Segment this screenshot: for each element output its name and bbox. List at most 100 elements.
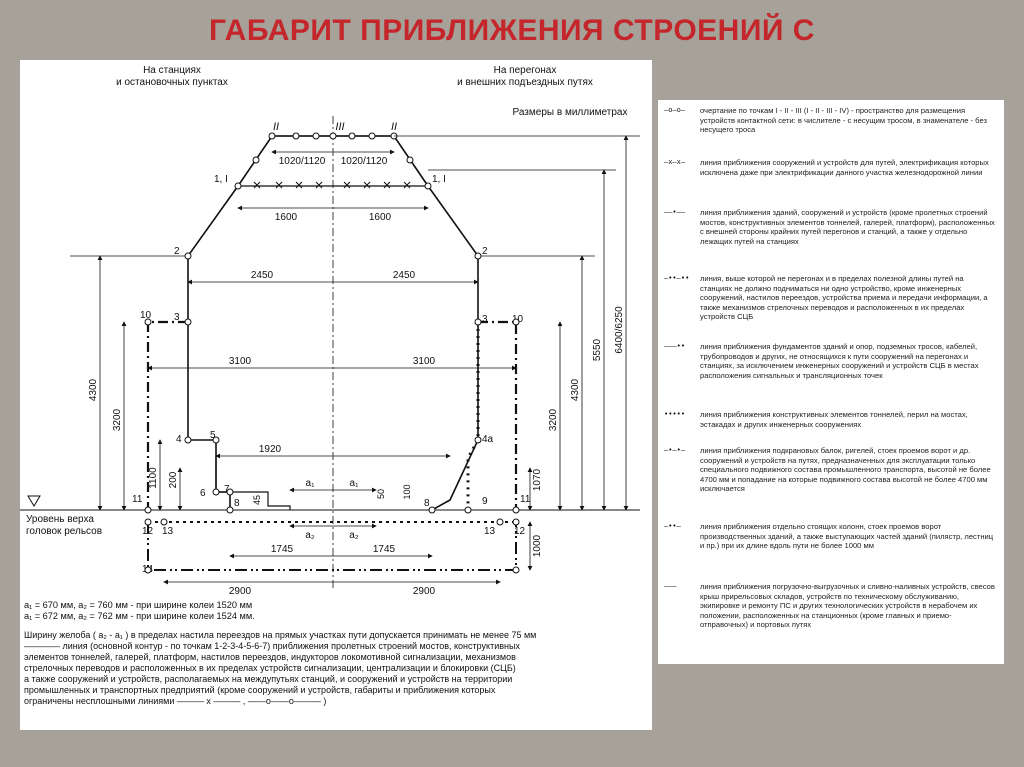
legend-symbol: ——— bbox=[664, 582, 677, 590]
legend-item: ———•• линия приближения фундаментов здани… bbox=[664, 342, 1000, 380]
dim-45: 45 bbox=[252, 495, 262, 505]
point-11-left: 11 bbox=[132, 494, 143, 505]
point-5-left: 5 bbox=[210, 430, 216, 441]
point-1-left: 1, I bbox=[214, 174, 228, 185]
legend-text: линия приближения подкрановых балок, риг… bbox=[700, 446, 991, 494]
legend-item: —•—•—линия приближения подкрановых балок… bbox=[664, 446, 1000, 494]
point-2-right: 2 bbox=[482, 246, 488, 257]
platform-step-left bbox=[215, 458, 291, 510]
dim-3200-right: 3200 bbox=[548, 408, 559, 431]
gauge-value-1520: a₁ = 670 мм, a₂ = 760 мм - при ширине ко… bbox=[24, 600, 253, 610]
dim-1100: 1100 bbox=[148, 467, 159, 489]
main-contour-right bbox=[333, 135, 479, 511]
tunnel-contour-right bbox=[466, 322, 480, 510]
dim-1020-right: 1020/1120 bbox=[341, 156, 388, 167]
dim-1000: 1000 bbox=[532, 534, 543, 557]
legend-panel: —o—o— очертание по точкам I - II - III (I… bbox=[658, 100, 1004, 664]
note-line: стрелочных переводов и расположенных в и… bbox=[24, 663, 516, 673]
dim-2900-left: 2900 bbox=[229, 586, 252, 597]
note-line: промышленных и транспортных предприятий … bbox=[24, 685, 496, 695]
gauge-value-1524: a₁ = 672 мм, a₂ = 762 мм - при ширине ко… bbox=[24, 611, 255, 622]
dim-1920: 1920 bbox=[259, 444, 282, 455]
dim-1070: 1070 bbox=[532, 468, 543, 491]
notes-paragraph: Ширину желоба ( a₂ - a₁ ) в пределах нас… bbox=[24, 630, 649, 707]
outer-contour-right bbox=[478, 320, 518, 510]
x-marks bbox=[253, 181, 411, 189]
rail-level-label-1: Уровень верха bbox=[26, 514, 94, 525]
dim-1600-right: 1600 bbox=[369, 212, 392, 223]
legend-item: —••—••линия, выше которой не перегонах и… bbox=[664, 274, 1000, 322]
point-4-left: 4 bbox=[176, 434, 182, 445]
dim-200: 200 bbox=[168, 471, 179, 488]
dim-4300-left: 4300 bbox=[88, 378, 99, 401]
units-label: Размеры в миллиметрах bbox=[513, 107, 628, 118]
left-header-line2: и остановочных пунктах bbox=[116, 77, 228, 88]
left-header-line1: На станциях bbox=[143, 65, 201, 76]
right-header-line2: и внешних подъездных путях bbox=[457, 77, 593, 88]
point-11-right: 11 bbox=[520, 494, 531, 505]
legend-item: ••••• линия приближения конструктивных эл… bbox=[664, 410, 1000, 429]
point-II-left: II bbox=[273, 121, 279, 133]
dim-100: 100 bbox=[402, 484, 412, 499]
legend-item: ——— линия приближения погрузочно-выгрузоч… bbox=[664, 582, 1000, 630]
legend-symbol: ——•—— bbox=[664, 208, 686, 216]
legend-symbol: —••—•• bbox=[664, 274, 690, 282]
point-12-left: 12 bbox=[142, 526, 154, 537]
legend-item: —o—o— очертание по точкам I - II - III (I… bbox=[664, 106, 1000, 135]
point-II-right: II bbox=[391, 121, 397, 133]
foundation-contour bbox=[147, 522, 517, 571]
point-12-right: 12 bbox=[514, 526, 526, 537]
slide-title: ГАБАРИТ ПРИБЛИЖЕНИЯ СТРОЕНИЙ С bbox=[209, 14, 815, 47]
dim-6400: 6400/6250 bbox=[614, 306, 625, 354]
dim-a2-left: a₂ bbox=[305, 530, 315, 541]
legend-text: линия приближения отдельно стоящих колон… bbox=[700, 522, 994, 551]
clearance-diagram: На станциях и остановочных пунктах На пе… bbox=[20, 65, 640, 597]
dim-4300-right: 4300 bbox=[570, 378, 581, 401]
note-line: а также сооружений и устройств, располаг… bbox=[24, 674, 513, 684]
point-9-right: 9 bbox=[482, 496, 488, 507]
legend-symbol: —••— bbox=[664, 522, 681, 530]
dim-50: 50 bbox=[376, 489, 386, 499]
point-2-left: 2 bbox=[174, 246, 180, 257]
point-markers bbox=[144, 182, 520, 574]
point-10-left: 10 bbox=[140, 310, 152, 321]
rail-level-label-2: головок рельсов bbox=[26, 526, 102, 537]
point-7-left: 7 bbox=[224, 484, 230, 495]
dim-a2-right: a₂ bbox=[349, 530, 359, 541]
point-8-left: 8 bbox=[234, 498, 240, 509]
point-4a-right: 4а bbox=[482, 434, 494, 445]
legend-symbol: ———•• bbox=[664, 342, 686, 350]
point-1-right: 1, I bbox=[432, 174, 446, 185]
note-line: элементов тоннелей, галерей, платформ, н… bbox=[24, 652, 516, 662]
dim-a1-right: a₁ bbox=[350, 478, 360, 489]
point-3-left: 3 bbox=[174, 312, 180, 323]
legend-item: ——•—— линия приближения зданий, сооружени… bbox=[664, 208, 1000, 246]
dim-2450-left: 2450 bbox=[251, 270, 274, 281]
note-line: ограничены несплошными линиями ——— x ———… bbox=[24, 696, 327, 706]
dim-1745-left: 1745 bbox=[271, 544, 294, 555]
dim-1600-left: 1600 bbox=[275, 212, 298, 223]
point-3-right: 3 bbox=[482, 314, 488, 325]
dim-2900-right: 2900 bbox=[413, 586, 436, 597]
dim-3200-left: 3200 bbox=[112, 408, 123, 431]
rail-level-marker bbox=[27, 495, 41, 507]
point-III: III bbox=[335, 121, 344, 133]
legend-text: линия приближения погрузочно-выгрузочных… bbox=[700, 582, 995, 630]
legend-text: линия приближения зданий, сооружений и у… bbox=[700, 208, 995, 246]
gauge-values: a₁ = 670 мм, a₂ = 760 мм - при ширине ко… bbox=[24, 600, 649, 622]
legend-symbol: ••••• bbox=[664, 410, 686, 418]
legend-text: линия приближения фундаментов зданий и о… bbox=[700, 342, 979, 380]
right-header-line1: На перегонах bbox=[494, 65, 557, 76]
point-13-right: 13 bbox=[484, 526, 496, 537]
dim-2450-right: 2450 bbox=[393, 270, 416, 281]
dim-5550: 5550 bbox=[592, 338, 603, 361]
legend-text: линия приближения конструктивных элемент… bbox=[700, 410, 968, 429]
dim-1745-right: 1745 bbox=[373, 544, 396, 555]
legend-text: очертание по точкам I - II - III (I - II… bbox=[700, 106, 987, 135]
point-6-left: 6 bbox=[200, 488, 206, 499]
legend-symbol: —o—o— bbox=[664, 106, 686, 114]
legend-symbol: —x—x— bbox=[664, 158, 686, 166]
dim-a1-left: a₁ bbox=[306, 478, 316, 489]
point-13-left: 13 bbox=[162, 526, 174, 537]
point-8-right: 8 bbox=[424, 498, 430, 509]
